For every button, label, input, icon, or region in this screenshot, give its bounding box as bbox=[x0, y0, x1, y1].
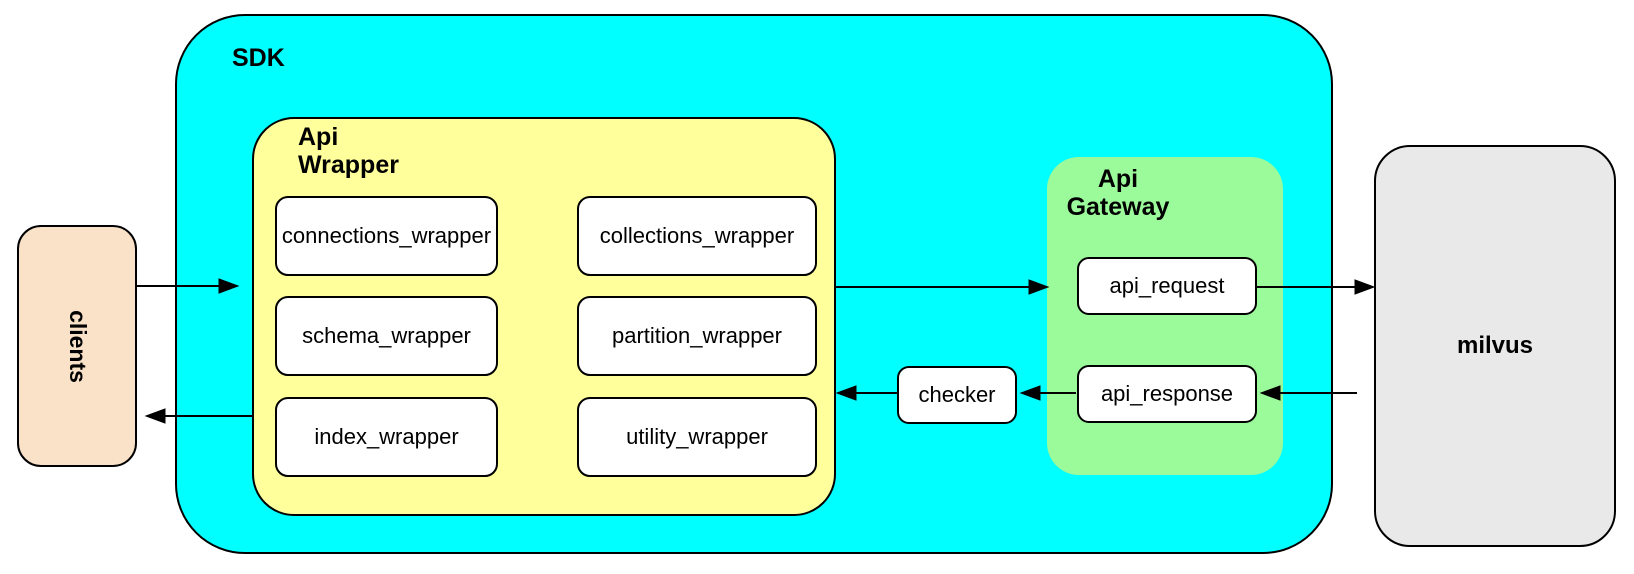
collections-wrapper-node: collections_wrapper bbox=[577, 196, 817, 276]
api-request-node: api_request bbox=[1077, 257, 1257, 315]
connections-wrapper-node: connections_wrapper bbox=[275, 196, 498, 276]
schema-wrapper-node: schema_wrapper bbox=[275, 296, 498, 376]
api-response-node: api_response bbox=[1077, 365, 1257, 423]
api-wrapper-container: Api Wrapper connections_wrapper collecti… bbox=[252, 117, 836, 516]
clients-node: clients bbox=[17, 225, 137, 467]
milvus-label: milvus bbox=[1456, 332, 1534, 359]
api-gateway-container: Api Gateway api_request api_response bbox=[1047, 157, 1283, 475]
utility-wrapper-node: utility_wrapper bbox=[577, 397, 817, 477]
checker-node: checker bbox=[897, 366, 1017, 424]
api-gateway-label: Api Gateway bbox=[1066, 165, 1170, 221]
milvus-node: milvus bbox=[1374, 145, 1616, 547]
clients-label: clients bbox=[64, 309, 91, 383]
index-wrapper-node: index_wrapper bbox=[275, 397, 498, 477]
api-wrapper-label: Api Wrapper bbox=[298, 123, 399, 179]
partition-wrapper-node: partition_wrapper bbox=[577, 296, 817, 376]
sdk-container: SDK Api Wrapper connections_wrapper coll… bbox=[175, 14, 1333, 554]
sdk-label: SDK bbox=[232, 44, 285, 72]
